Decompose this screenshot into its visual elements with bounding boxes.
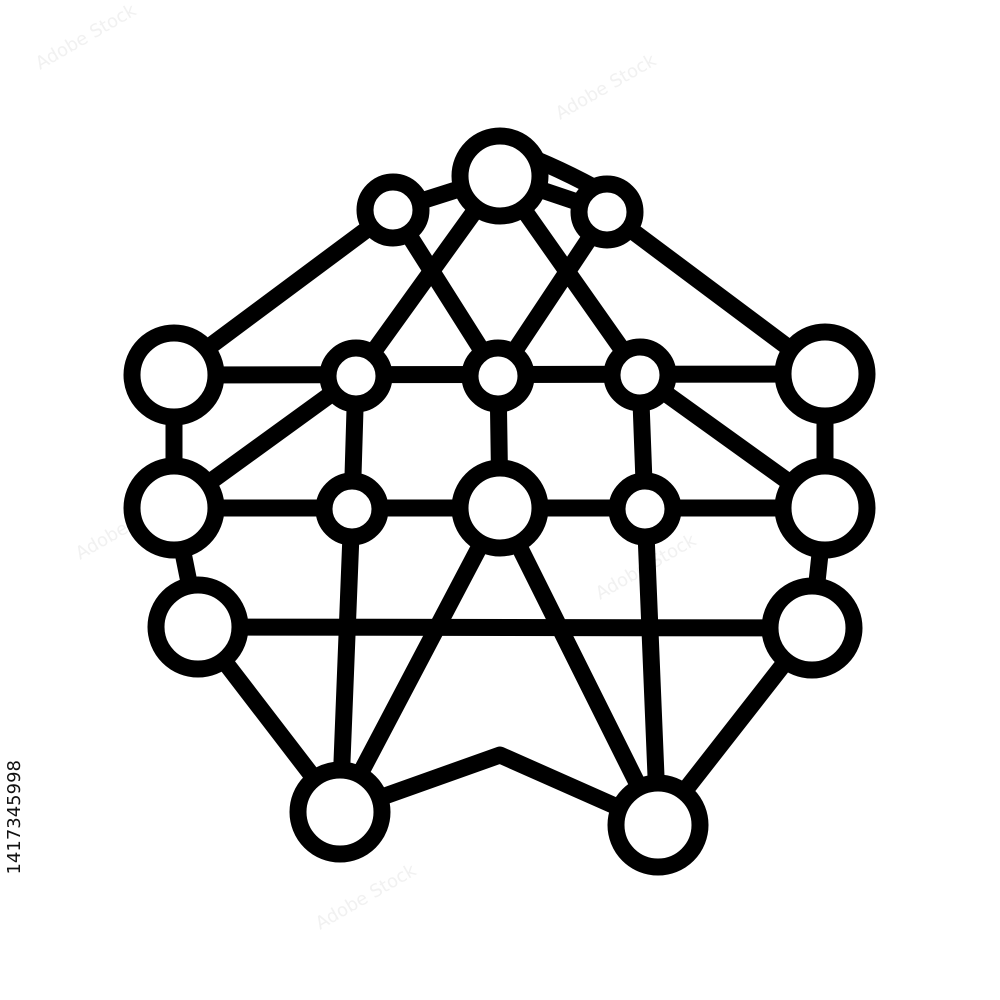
node — [461, 339, 535, 413]
stock-id-label: 1417345998 — [2, 760, 30, 920]
node — [608, 472, 682, 546]
edge — [331, 499, 509, 821]
edge — [331, 746, 667, 834]
node — [147, 576, 249, 678]
node — [289, 761, 391, 863]
node — [570, 175, 644, 249]
edge — [491, 499, 667, 834]
node — [603, 338, 677, 412]
node — [607, 774, 709, 876]
node — [774, 457, 876, 559]
node-group — [123, 127, 876, 876]
node — [123, 324, 225, 426]
node — [774, 323, 876, 425]
node — [356, 173, 430, 247]
node — [315, 472, 389, 546]
node — [319, 339, 393, 413]
node — [123, 457, 225, 559]
stock-id-text: 1417345998 — [4, 760, 25, 875]
edge — [331, 500, 361, 821]
node — [451, 127, 549, 225]
edge — [636, 500, 667, 834]
node — [451, 459, 549, 557]
edge — [189, 618, 821, 637]
node — [761, 577, 863, 679]
